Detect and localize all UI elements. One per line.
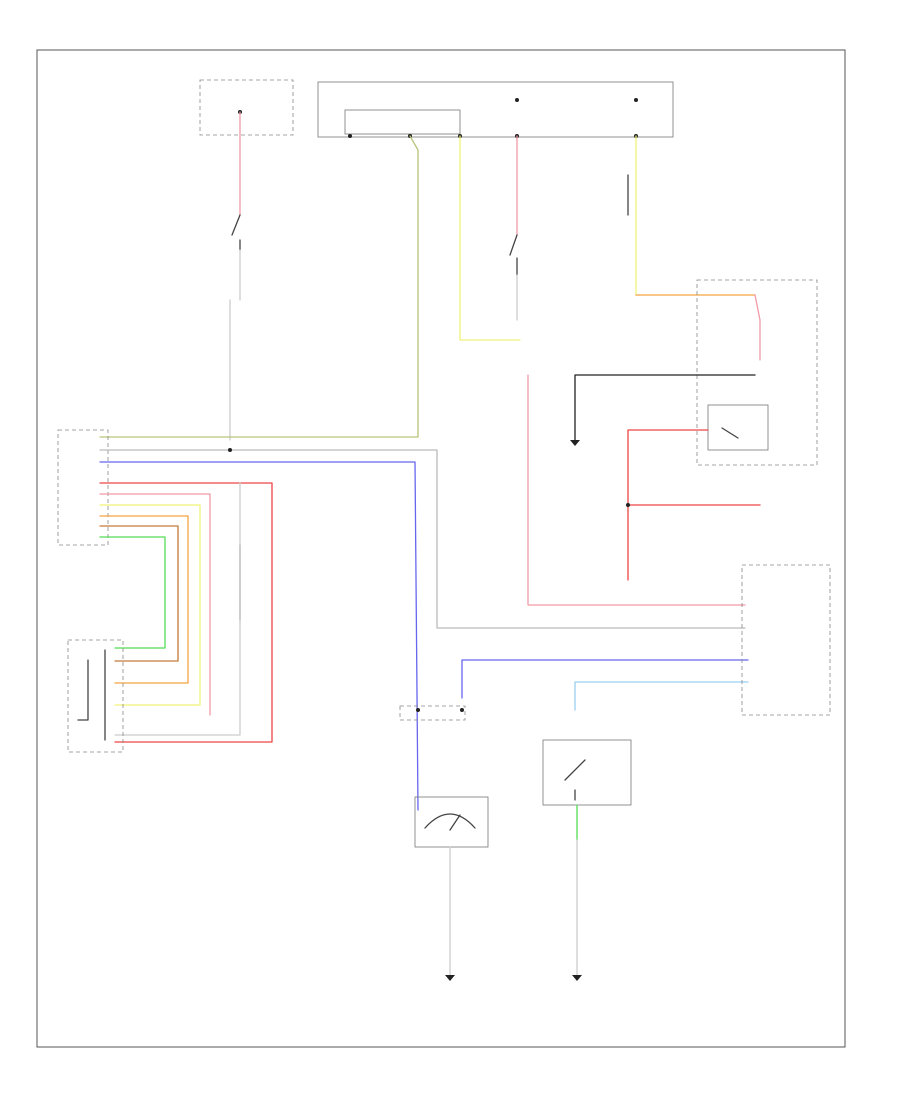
wire-blue-main — [99, 461, 419, 811]
fuse-box-top — [317, 81, 674, 138]
connector-left-upper — [57, 429, 109, 546]
wire-grey-left-drop — [229, 249, 241, 441]
fuse-terminal-2 — [515, 98, 519, 102]
wire-blue-lower — [461, 659, 749, 699]
relay-switch — [721, 427, 739, 439]
wire-yellow-harness — [99, 504, 201, 706]
wire-pink-long — [527, 374, 746, 606]
junction-dot-1 — [228, 448, 232, 452]
ground-sensor — [445, 975, 455, 981]
relay-switch-box — [707, 404, 769, 451]
lower-connector-box — [399, 705, 466, 721]
fuse-terminal-3 — [634, 98, 638, 102]
wire-grey-main — [99, 449, 746, 629]
ground-relay — [570, 440, 580, 446]
wire-red-relay — [627, 429, 709, 581]
wire-light-blue-lower — [574, 681, 749, 711]
relay-box-right — [696, 279, 818, 466]
fuse-inner-bar — [344, 109, 461, 135]
wire-orange-harness — [99, 515, 189, 684]
wire-red-harness — [99, 482, 273, 743]
wire-green-harness — [99, 536, 166, 649]
wire-brown-harness — [99, 525, 179, 662]
sensor-box-bottom — [414, 796, 489, 848]
switch-bottom — [564, 759, 586, 801]
wire-black-relay — [574, 374, 756, 441]
switch-center — [509, 234, 518, 276]
wire-yellow-center — [459, 135, 521, 341]
sensor-gauge — [424, 813, 476, 831]
wire-pink-relay — [754, 294, 761, 361]
junction-dot-2 — [626, 503, 630, 507]
shift-sensor-internal — [77, 649, 106, 741]
ground-switch — [572, 975, 582, 981]
fuse-box-left — [199, 79, 294, 136]
junction-dot-4 — [416, 708, 420, 712]
wire-pink-harness — [99, 493, 211, 716]
switch-box-bottom — [542, 739, 632, 806]
switch-left-top — [231, 214, 241, 251]
fuse-terminal-4 — [348, 134, 352, 138]
diagram-frame — [36, 49, 846, 1048]
control-unit-right-lower — [741, 564, 831, 716]
wire-olive-main — [99, 135, 419, 438]
junction-dot-3 — [460, 708, 464, 712]
